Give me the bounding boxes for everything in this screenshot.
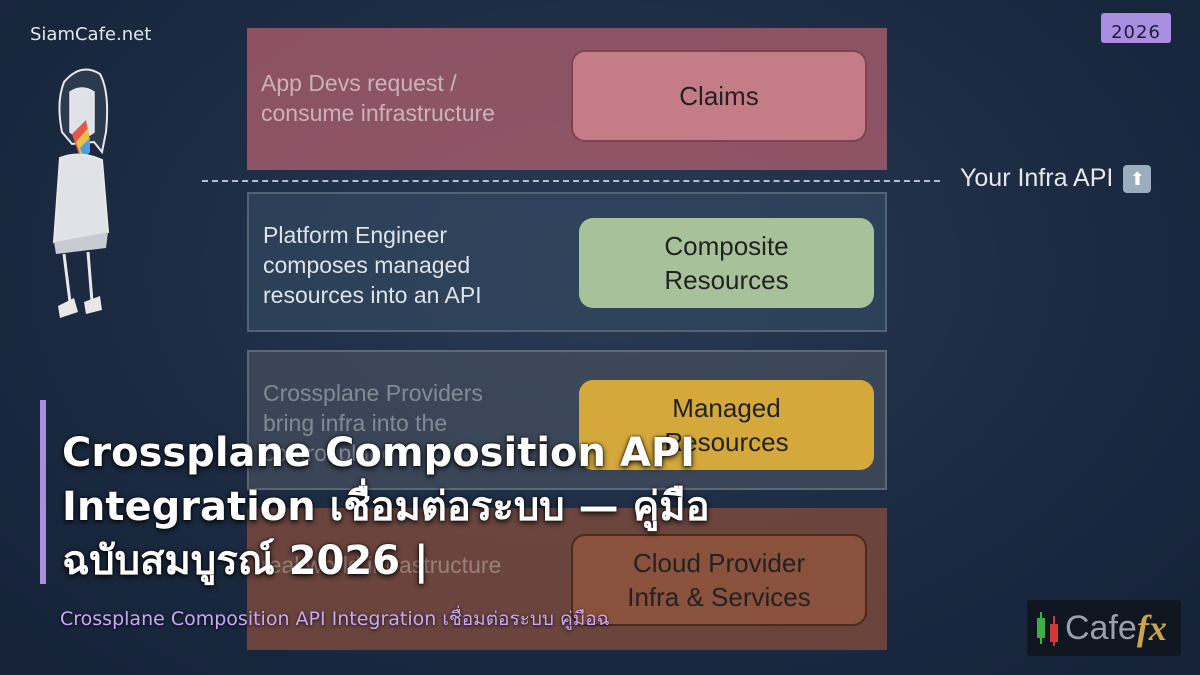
managed-resources-box: Managed Resources [579,380,874,470]
infra-api-text: Your Infra API [960,164,1114,192]
article-subtitle: Crossplane Composition API Integration เ… [60,608,610,630]
layer-description: real world infrastructure [261,552,502,578]
logo-text-fx: fx [1136,608,1167,648]
cafefx-logo[interactable]: Cafe fx [1027,600,1181,656]
composite-resources-box: Composite Resources [579,218,874,308]
person-illustration [52,68,110,318]
layer-description: Crossplane Providers bring infra into th… [263,380,483,466]
api-boundary-line [202,180,940,182]
article-title-block: Crossplane Composition API Integration เ… [40,400,740,584]
layer-managed-resources: Crossplane Providers bring infra into th… [247,350,887,490]
layer-description: Platform Engineer composes managed resou… [263,222,482,308]
title-accent-bar [40,400,46,584]
logo-text-cafe: Cafe [1065,608,1137,647]
layer-composite-resources: Platform Engineer composes managed resou… [247,192,887,332]
claims-box: Claims [571,50,867,142]
up-arrow-icon: ⬆ [1123,164,1152,193]
year-badge: 2026 [1101,13,1171,43]
infra-api-label: Your Infra API ⬆ [960,164,1152,193]
site-name[interactable]: SiamCafe.net [30,24,152,45]
layer-cloud-provider: real world infrastructure Cloud Provider… [247,508,887,650]
layer-claims: App Devs request / consume infrastructur… [247,28,887,170]
candlestick-icon [1037,612,1058,646]
layer-description: App Devs request / consume infrastructur… [261,70,495,126]
article-title[interactable]: Crossplane Composition API Integration เ… [62,430,710,584]
cloud-provider-box: Cloud Provider Infra & Services [571,534,867,626]
